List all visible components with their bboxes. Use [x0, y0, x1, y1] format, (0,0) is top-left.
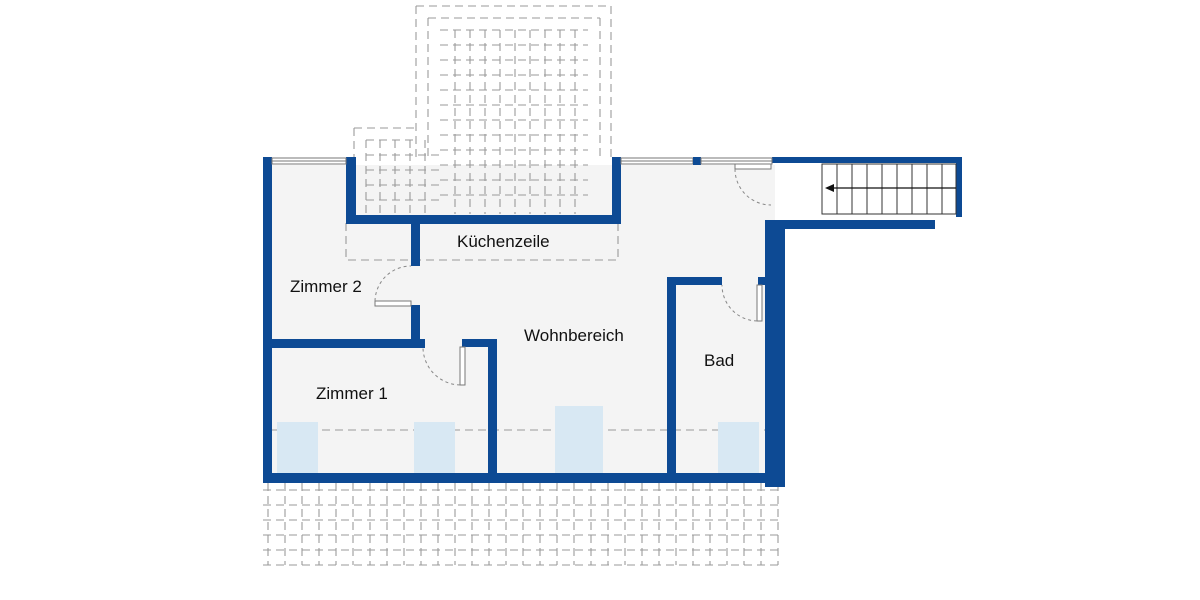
label-bad: Bad: [704, 351, 734, 370]
roof-outline-top: [353, 5, 612, 214]
roof-windows: [277, 406, 759, 474]
roof-window-zimmer1-left: [277, 422, 318, 474]
wall-windows: [271, 157, 773, 165]
roof-window-bad: [718, 422, 759, 474]
label-wohnbereich: Wohnbereich: [524, 326, 624, 345]
label-kuechenzeile: Küchenzeile: [457, 232, 550, 251]
label-zimmer1: Zimmer 1: [316, 384, 388, 403]
floor-area: [270, 165, 775, 473]
arrow-left-icon: [825, 184, 956, 192]
zimmer2-door: [374, 300, 412, 307]
bad-door: [756, 284, 763, 322]
roof-window-zimmer1-right: [414, 422, 455, 474]
zimmer1-door: [459, 346, 466, 386]
roof-window-wohnbereich: [555, 406, 603, 474]
walls: [263, 157, 962, 487]
roof-outline-bottom: [263, 483, 782, 566]
entrance-door: [734, 163, 772, 170]
doors: [374, 163, 772, 386]
staircase: [782, 163, 957, 220]
label-zimmer2: Zimmer 2: [290, 277, 362, 296]
